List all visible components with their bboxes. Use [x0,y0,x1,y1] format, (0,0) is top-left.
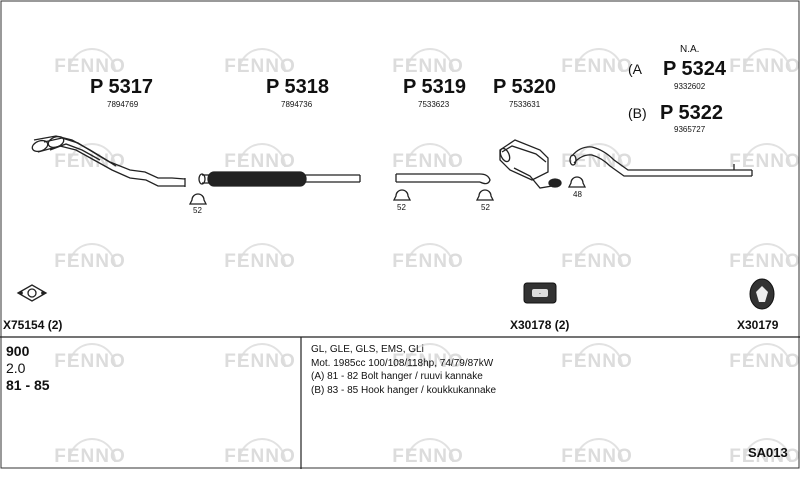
fitting-label-x75154: X75154 (2) [3,318,63,332]
watermark-logo: FENNO [378,48,478,90]
clamp-3-drawing [475,189,495,201]
watermark-logo: FENNO [715,48,800,90]
oe-number-p5319: 7533623 [418,100,450,109]
svg-text:·: · [539,289,542,298]
note-line-2: Mot. 1985cc 100/108/118hp, 74/79/87kW [311,357,494,369]
watermark-logo: FENNO [715,438,800,480]
watermark-logo: FENNO [547,48,647,90]
oe-number-p5324: 9332602 [674,82,706,91]
watermark-logo: FENNO [210,243,310,285]
clamp-4-drawing [567,176,587,188]
flange-gasket-drawing [16,284,48,302]
clamp-size-3: 52 [481,203,490,212]
rubber-ring-drawing [749,278,775,310]
part-code-p5324: P 5324 [663,58,727,80]
outer-frame [0,0,800,469]
oe-number-p5318: 7894736 [281,100,313,109]
clamp-size-4: 48 [573,190,582,199]
intermediate-pipe-drawing [395,173,491,185]
rubber-hanger-drawing: · [523,282,557,304]
part-code-p5322: P 5322 [660,102,724,124]
watermark-logo: FENNO [40,438,140,480]
parts-drawing: · [0,0,800,469]
note-line-4: (B) 83 - 85 Hook hanger / koukkukannake [311,384,497,396]
watermark-logo: FENNO [547,243,647,285]
part-code-p5319: P 5319 [403,76,467,98]
watermark-logo: FENNO [210,48,310,90]
tail-pipe-drawing [569,146,753,177]
oe-number-p5322: 9365727 [674,125,706,134]
fitting-label-x30178: X30178 (2) [510,318,570,332]
watermark-logo: FENNO [715,243,800,285]
watermark-logo: FENNO [547,438,647,480]
exhaust-diagram: FENNO FENNO FENNO FENNO FENNO FENNO FENNO FENNO… [0,0,800,469]
watermark-logo: FENNO [547,343,647,385]
vehicle-years: 81 - 85 [6,377,50,393]
watermark-logo: FENNO [210,143,310,185]
watermark-logo: FENNO [378,438,478,480]
watermark-logo: FENNO [210,438,310,480]
watermark-logo: FENNO [40,343,140,385]
part-code-p5320: P 5320 [493,76,557,98]
watermark-logo: FENNO [40,243,140,285]
diagram-code: SA013 [748,445,788,460]
watermark-logo: FENNO [378,343,478,385]
vehicle-info: 900 2.0 81 - 85 [6,343,50,394]
oe-number-p5320: 7533631 [509,100,541,109]
na-note: N.A. [680,44,700,55]
watermark-logo: FENNO [378,243,478,285]
rear-silencer-drawing [499,139,562,189]
variant-b-label: (B) [628,105,647,121]
vehicle-engine: 2.0 [6,360,26,376]
watermark-logo: FENNO [378,143,478,185]
part-code-p5318: P 5318 [266,76,330,98]
clamp-size-1: 52 [193,206,202,215]
oe-number-p5317: 7894769 [107,100,139,109]
note-line-1: GL, GLE, GLS, EMS, GLi [311,344,424,355]
clamp-size-2: 52 [397,203,406,212]
watermark-logo: FENNO [210,343,310,385]
fitting-label-x30179: X30179 [737,318,779,332]
part-code-p5317: P 5317 [90,76,154,98]
note-line-3: (A) 81 - 82 Bolt hanger / ruuvi kannake [311,371,483,382]
watermark-logo: FENNO [547,143,647,185]
watermark-logo: FENNO [715,143,800,185]
centre-silencer-drawing [198,171,361,187]
watermark-logo: FENNO [715,343,800,385]
front-pipe-drawing [31,135,186,187]
variant-a-label: (A [628,61,642,77]
clamp-2-drawing [392,189,412,201]
fitment-notes: GL, GLE, GLS, EMS, GLi Mot. 1985cc 100/1… [311,343,496,397]
clamp-1-drawing [188,193,208,205]
vehicle-model: 900 [6,343,30,359]
watermark-logo: FENNO [40,48,140,90]
